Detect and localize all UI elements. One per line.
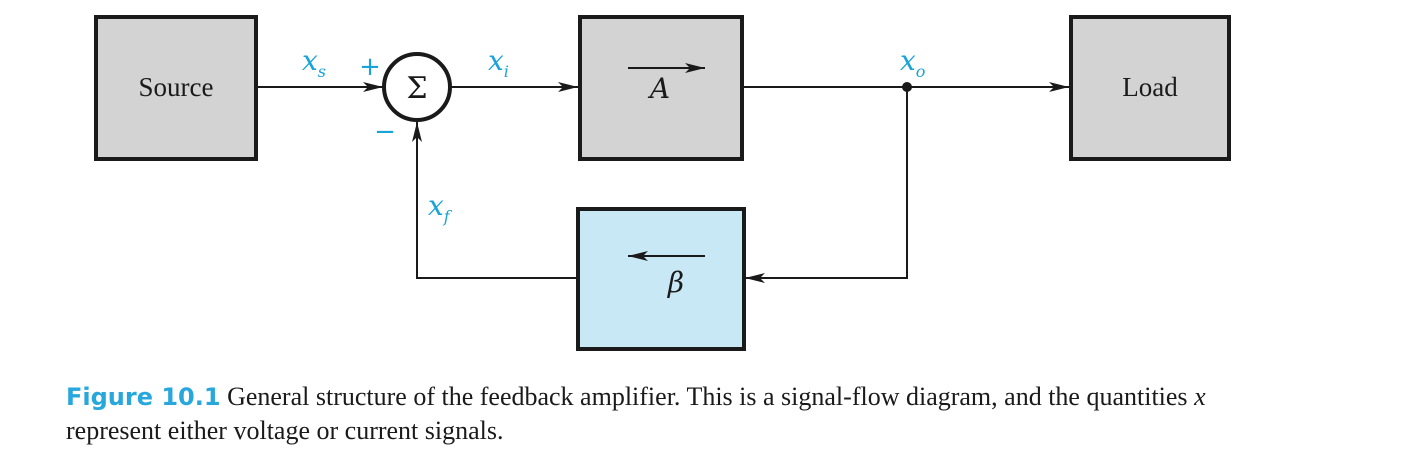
source-label: Source [139,72,214,102]
caption-text: General structure of the feedback amplif… [220,382,1195,411]
load-label: Load [1122,72,1178,102]
beta-symbol: β [667,266,684,299]
amplifier-block: A [578,15,744,161]
sigma-symbol: Σ [406,71,427,106]
xs-label: xs [302,44,326,81]
figure-caption: Figure 10.1 General structure of the fee… [66,380,1386,448]
caption-variable: x [1194,382,1206,411]
load-block: Load [1069,15,1231,161]
feedback-to-summer-wire [412,122,576,279]
amplifier-symbol: A [647,72,670,105]
output-to-feedback-wire [745,87,908,283]
summing-junction: Σ [382,52,452,122]
xf-label: xf [428,189,453,226]
plus-sign: + [359,52,381,82]
minus-sign: − [374,117,396,147]
xi-label: xi [488,44,509,81]
source-block: Source [94,15,258,161]
caption-line-2: represent either voltage or current sign… [66,416,504,445]
xo-label: xo [900,44,925,81]
figure-number: Figure 10.1 [66,383,221,411]
feedback-network-block: β [576,207,746,351]
feedback-amplifier-diagram: Source Σ + − xs xi A xo Load β xf [94,15,1231,351]
